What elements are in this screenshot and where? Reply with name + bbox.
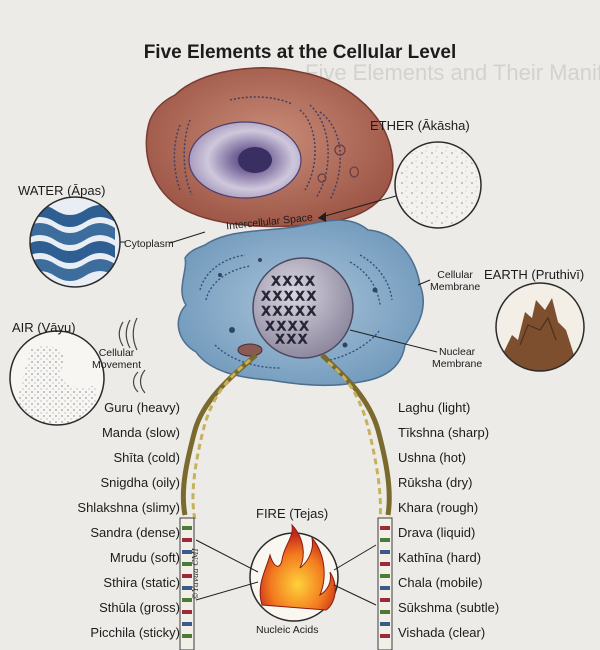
water-label: WATER (Āpas)	[18, 183, 106, 198]
quality-right: Sūkshma (subtle)	[398, 600, 500, 615]
quality-right: Ushna (hot)	[398, 450, 466, 465]
artist-signature: ©Yuvaa CMI	[191, 548, 200, 600]
quality-left: Shlakshna (slimy)	[77, 500, 180, 515]
nuclear-membrane-label: Nuclear Membrane	[432, 346, 483, 370]
quality-left: Sandra (dense)	[90, 525, 180, 540]
cellular-membrane-label: Cellular Membrane	[430, 269, 481, 293]
dna-right	[320, 353, 393, 650]
cytoplasm-label: Cytoplasm	[124, 238, 174, 250]
quality-right: Laghu (light)	[398, 400, 471, 415]
svg-text:X X X: X X X	[276, 332, 307, 346]
ether-icon	[394, 141, 482, 229]
quality-left: Shīta (cold)	[113, 450, 180, 465]
quality-right: Tīkshna (sharp)	[398, 425, 490, 440]
quality-right: Kathīna (hard)	[398, 550, 482, 565]
quality-right: Drava (liquid)	[398, 525, 476, 540]
quality-right: Rūksha (dry)	[398, 475, 473, 490]
bleed-through-text: Five Elements and Their Manifestation	[305, 60, 600, 85]
quality-right: Chala (mobile)	[398, 575, 483, 590]
page-title: Five Elements at the Cellular Level	[143, 42, 457, 63]
svg-text:X X X X: X X X X	[272, 274, 314, 288]
quality-left: Snigdha (oily)	[100, 475, 181, 490]
cellular-movement-label: Cellular Movement	[92, 347, 142, 371]
quality-right: Vishada (clear)	[398, 625, 486, 640]
quality-left: Guru (heavy)	[104, 400, 180, 415]
water-icon	[29, 196, 121, 288]
quality-left: Sthūla (gross)	[99, 600, 180, 615]
earth-label: EARTH (Pruthivī)	[484, 267, 585, 282]
ether-label: ETHER (Ākāsha)	[370, 118, 470, 133]
upper-cell	[145, 67, 394, 228]
quality-left: Sthira (static)	[103, 575, 180, 590]
air-label: AIR (Vāyu)	[12, 320, 76, 335]
quality-left: Manda (slow)	[101, 425, 180, 440]
fire-icon	[249, 523, 339, 622]
svg-text:X X X X X: X X X X X	[262, 289, 315, 303]
quality-left: Picchila (sticky)	[90, 625, 180, 640]
movement-marks	[118, 317, 146, 394]
earth-icon	[495, 282, 585, 372]
nucleic-acids-label: Nucleic Acids	[256, 624, 319, 636]
quality-left: Mrudu (soft)	[109, 550, 180, 565]
dna-left	[179, 353, 258, 650]
quality-right: Khara (rough)	[398, 500, 479, 515]
air-icon	[9, 330, 105, 426]
leader-lines	[120, 195, 438, 606]
lower-cell: X X X X X X X X X X X X X X X X X X X X …	[177, 219, 425, 387]
svg-text:X X X X X: X X X X X	[262, 304, 315, 318]
svg-text:X X X X: X X X X	[266, 319, 308, 333]
arrow-head	[318, 212, 326, 222]
fire-label: FIRE (Tejas)	[256, 506, 329, 521]
